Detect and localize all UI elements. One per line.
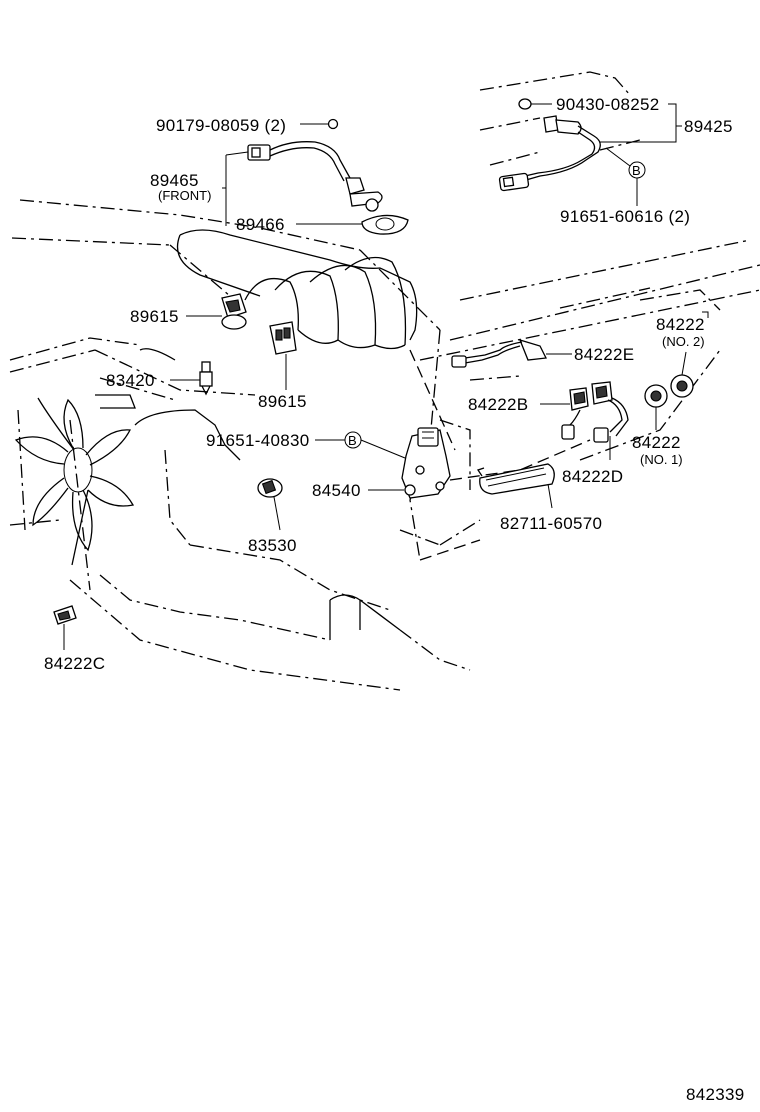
label-84222-no2: 84222 <box>656 315 705 334</box>
label-89466: 89466 <box>236 215 285 234</box>
switch-84222E-icon <box>451 338 547 368</box>
switch-84222D-icon <box>591 381 629 443</box>
label-84222C: 84222C <box>44 654 105 673</box>
bracket-82711-icon <box>476 463 555 495</box>
switch-84222-no1-icon <box>644 384 668 408</box>
neutral-switch-84540-icon <box>401 427 451 499</box>
b-mark-1-text: B <box>632 163 641 178</box>
knock-sensor-89615a-icon <box>221 293 247 330</box>
label-84222B: 84222B <box>468 395 528 414</box>
diagram-code: 842339 <box>686 1085 745 1104</box>
switch-84222C-icon <box>53 605 77 630</box>
oxygen-sensor-89465-icon <box>247 141 383 212</box>
label-89425: 89425 <box>684 117 733 136</box>
label-84222E: 84222E <box>574 345 634 364</box>
label-91651-60616: 91651-60616 (2) <box>560 207 690 226</box>
label-82711: 82711-60570 <box>500 514 602 533</box>
cooling-fan <box>14 397 135 552</box>
label-84222-no1-note: (NO. 1) <box>640 452 683 467</box>
washer-90430-icon <box>518 98 532 110</box>
nut-90179-icon <box>322 118 339 130</box>
label-89465: 89465 <box>150 171 199 190</box>
engine-outline <box>9 71 760 691</box>
label-84222-no1: 84222 <box>632 433 681 452</box>
gasket-89466-icon <box>361 214 409 235</box>
switch-84222-no2-icon <box>670 374 694 398</box>
label-84222-no2-note: (NO. 2) <box>662 334 705 349</box>
oil-pressure-switch-83530-icon <box>257 478 283 498</box>
b-mark-2-text: B <box>348 433 357 448</box>
b-mark-2: B <box>344 431 362 449</box>
switch-84222B-icon <box>561 387 589 440</box>
label-89615-a: 89615 <box>130 307 179 326</box>
b-mark-1: B <box>628 161 646 179</box>
label-84222D: 84222D <box>562 467 623 486</box>
label-90430: 90430-08252 <box>556 95 660 114</box>
part-labels: 90179-08059 (2) 89465 (FRONT) 89466 9043… <box>44 95 745 1104</box>
label-89615-b: 89615 <box>258 392 307 411</box>
label-83530: 83530 <box>248 536 297 555</box>
label-83420: 83420 <box>106 371 155 390</box>
leader-lines <box>63 103 709 650</box>
knock-sensor-89615b-icon <box>269 321 297 355</box>
label-84540: 84540 <box>312 481 361 500</box>
temperature-sensor-83420-icon <box>199 361 213 396</box>
oxygen-sensor-89425-icon <box>498 115 601 192</box>
label-90179: 90179-08059 (2) <box>156 116 286 135</box>
label-91651-40830: 91651-40830 <box>206 431 310 450</box>
label-89465-note: (FRONT) <box>158 188 211 203</box>
